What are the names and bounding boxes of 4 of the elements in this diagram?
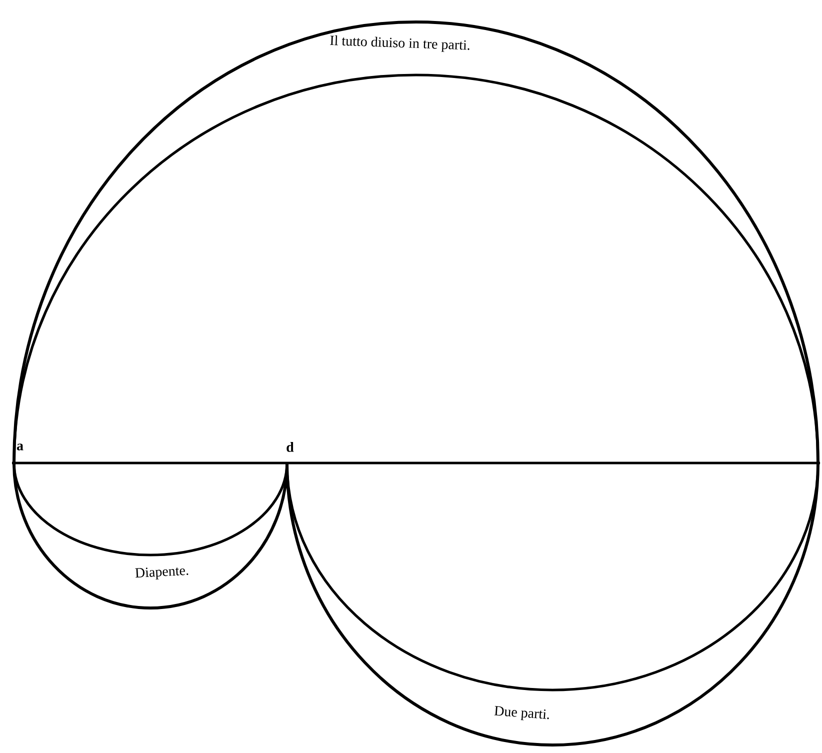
arc-band: Diapente. [12,462,288,610]
point-label: d [286,442,294,452]
point-label: a [16,444,24,450]
arc-band: Due parti. [286,462,820,746]
